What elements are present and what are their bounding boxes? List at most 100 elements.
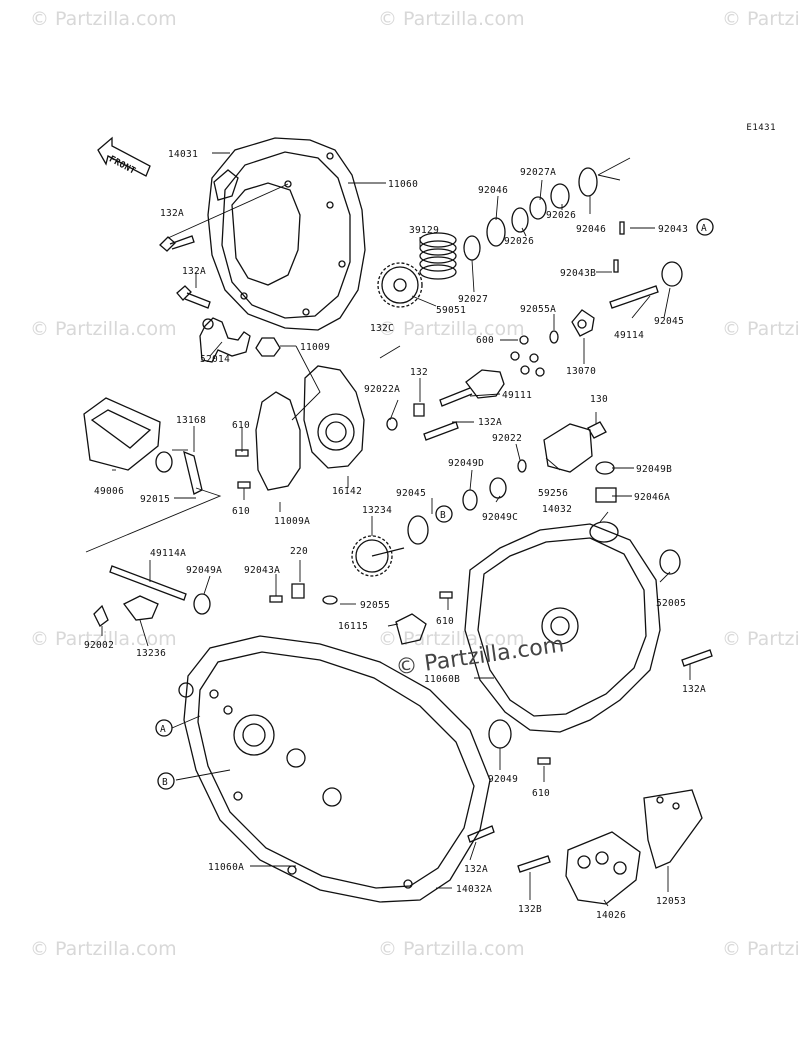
- thrust-bearing: [486, 217, 506, 247]
- washer: [529, 196, 547, 220]
- part-label: 132A: [160, 208, 184, 219]
- watermark: © Partzilla.com: [722, 628, 800, 650]
- washer: [386, 417, 398, 431]
- part-label: 12053: [656, 896, 686, 907]
- part-label: 132A: [682, 684, 706, 695]
- part-label: 610: [436, 616, 454, 627]
- part-label: 59051: [436, 305, 466, 316]
- water-pipe: [199, 317, 251, 363]
- part-label: 92043B: [560, 268, 596, 279]
- pump-body: [303, 365, 365, 469]
- part-label: 49111: [502, 390, 532, 401]
- part-label: 92026: [546, 210, 576, 221]
- callout-b: B: [435, 505, 453, 523]
- part-label: 610: [232, 506, 250, 517]
- callout-label: B: [162, 777, 168, 788]
- part-label: 52005: [656, 598, 686, 609]
- part-label: 14032A: [456, 884, 492, 895]
- water-pump-cover: [464, 521, 661, 733]
- watermark: © Partzilla.com: [722, 8, 800, 30]
- pin: [269, 595, 283, 603]
- part-label: 92022A: [364, 384, 400, 395]
- oil-seal: [659, 549, 681, 575]
- ball: [529, 353, 539, 363]
- watermark: © Partzilla.com: [378, 8, 525, 30]
- bolt: [413, 403, 425, 417]
- part-label: 49006: [94, 486, 124, 497]
- callout-b: B: [157, 772, 175, 790]
- dowel-pin: [237, 481, 251, 489]
- gear: [351, 535, 405, 577]
- leader-lines: [85, 152, 691, 907]
- watermark: © Partzilla.com: [722, 318, 800, 340]
- part-label: 92049D: [448, 458, 484, 469]
- bearing: [489, 477, 507, 499]
- part-label: 92049: [488, 774, 518, 785]
- part-label: 92049A: [186, 565, 222, 576]
- part-label: 92046: [576, 224, 606, 235]
- spring: [419, 232, 457, 280]
- thrust-bearing: [578, 167, 598, 197]
- front-arrow-icon: FRONT: [97, 136, 151, 177]
- o-ring: [549, 330, 559, 344]
- breather-box: [83, 397, 173, 473]
- watermark: © Partzilla.com: [722, 938, 800, 960]
- part-label: 92055A: [520, 304, 556, 315]
- washer: [511, 207, 529, 233]
- dowel-pin: [537, 757, 551, 765]
- part-label: 92045: [654, 316, 684, 327]
- front-label: FRONT: [107, 154, 137, 176]
- part-label: 13236: [136, 648, 166, 659]
- part-label: 13168: [176, 415, 206, 426]
- callout-label: B: [440, 510, 446, 521]
- part-label: 92027: [458, 294, 488, 305]
- watermark: © Partzilla.com: [30, 318, 177, 340]
- seal: [595, 461, 615, 475]
- gasket: [255, 391, 301, 491]
- lever: [183, 450, 203, 495]
- part-label: 130: [590, 394, 608, 405]
- watermark: © Partzilla.com: [378, 318, 525, 340]
- bolt: [291, 583, 305, 599]
- clutch-cover: [207, 137, 366, 331]
- part-label: 132: [410, 367, 428, 378]
- part-label: 92027A: [520, 167, 556, 178]
- crankcase-cover: [178, 635, 491, 903]
- watermark: © Partzilla.com: [30, 938, 177, 960]
- part-label: 49114A: [150, 548, 186, 559]
- bolt-132a: [176, 285, 211, 309]
- bracket: [643, 789, 703, 869]
- plate: [123, 595, 159, 621]
- impeller-drive: [517, 423, 593, 473]
- bolt: [423, 421, 459, 441]
- part-label: 11009A: [274, 516, 310, 527]
- o-ring: [322, 595, 338, 605]
- watermark: © Partzilla.com: [30, 8, 177, 30]
- part-label: 92002: [84, 640, 114, 651]
- part-label: 92049C: [482, 512, 518, 523]
- part-label: 39129: [409, 225, 439, 236]
- part-label: 132A: [182, 266, 206, 277]
- kickstart-shaft: [109, 565, 211, 615]
- bearing: [407, 515, 429, 545]
- watermark: © Partzilla.com: [30, 628, 177, 650]
- ball: [519, 335, 529, 345]
- part-label: 11060A: [208, 862, 244, 873]
- callout-a: A: [696, 218, 714, 236]
- part-label: 14026: [596, 910, 626, 921]
- part-label: 52014: [200, 354, 230, 365]
- bearing: [488, 719, 512, 749]
- part-label: 13070: [566, 366, 596, 377]
- ball: [520, 365, 530, 375]
- washer: [463, 235, 481, 261]
- needle-bearing: [595, 487, 617, 503]
- part-label: 16115: [338, 621, 368, 632]
- impeller: [571, 309, 595, 337]
- governor-shaft: [439, 369, 505, 407]
- watermark: © Partzilla.com: [378, 628, 525, 650]
- part-label: 92026: [504, 236, 534, 247]
- part-label: 92046A: [634, 492, 670, 503]
- part-label: 92015: [140, 494, 170, 505]
